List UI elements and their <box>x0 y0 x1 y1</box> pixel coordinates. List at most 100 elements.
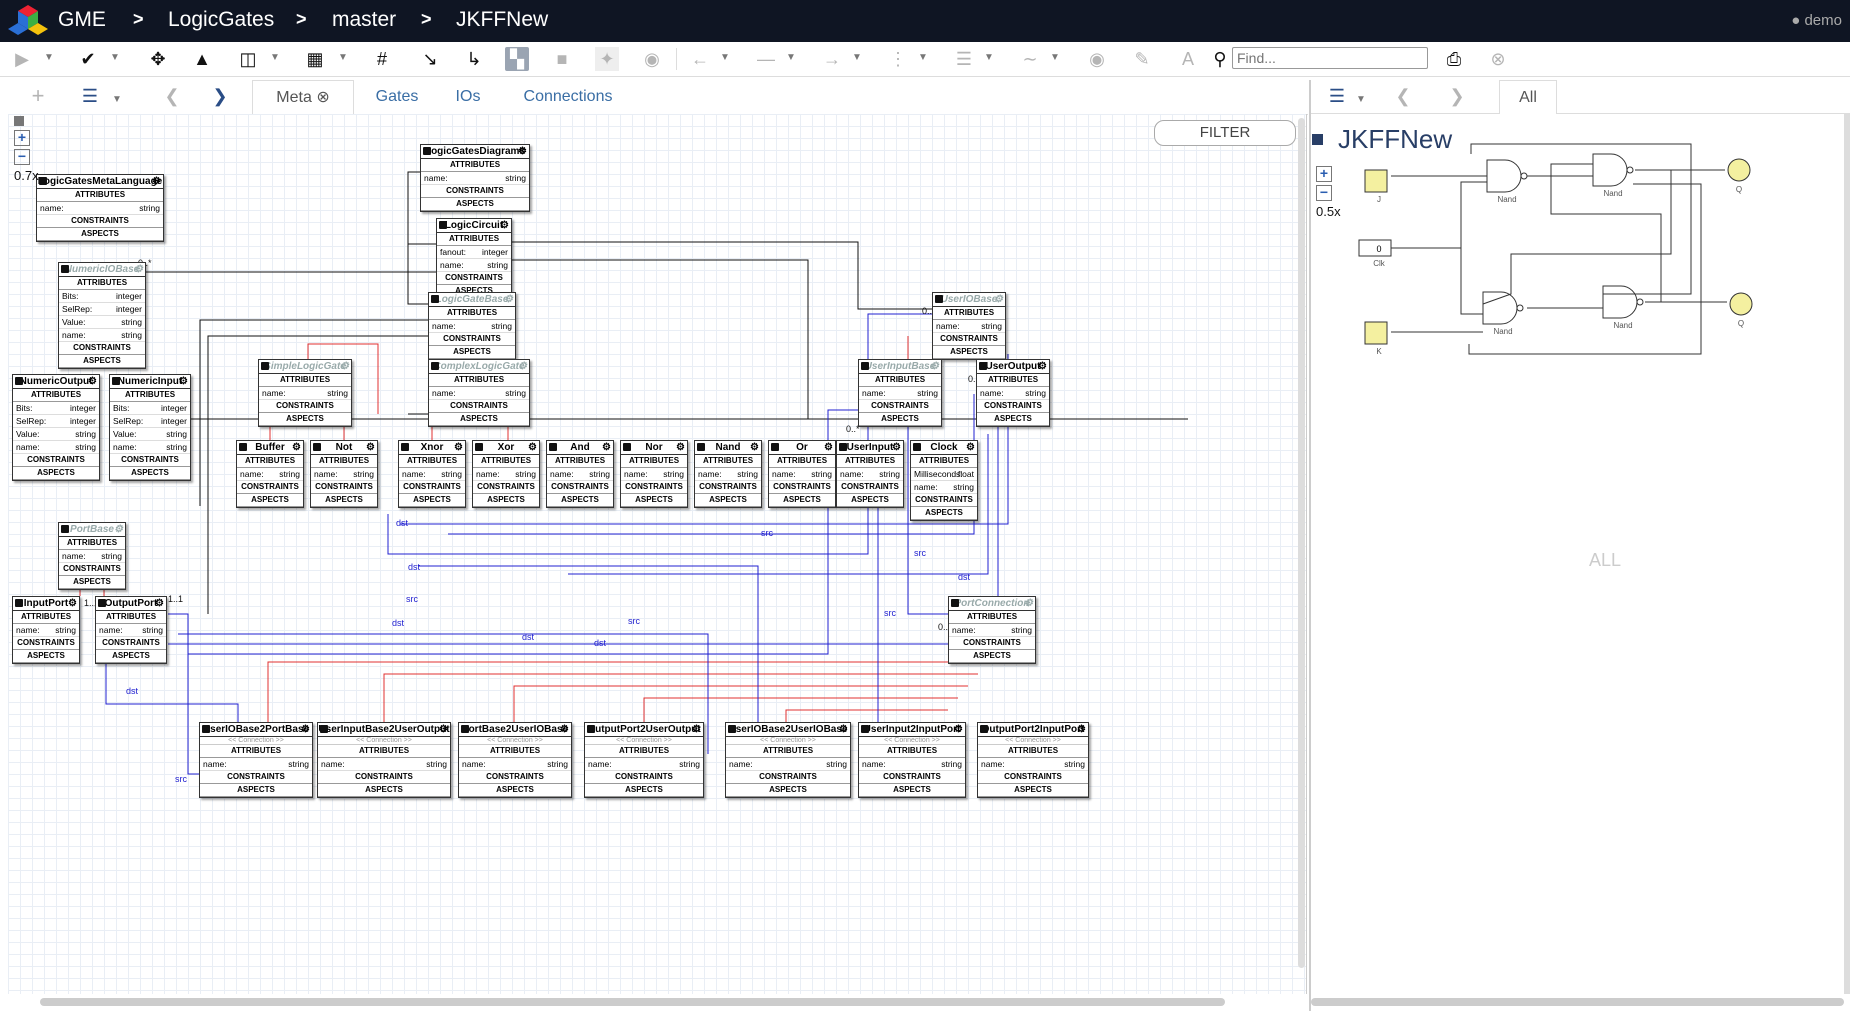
sliders-icon[interactable]: ⋮ <box>889 49 907 69</box>
gear-icon[interactable]: ⚙ <box>1038 361 1047 372</box>
gear-icon[interactable]: ⚙ <box>152 176 161 187</box>
print-icon[interactable]: ⎙ <box>1446 49 1462 69</box>
gear-icon[interactable]: ⚙ <box>454 442 463 453</box>
gear-icon[interactable]: ⚙ <box>1024 598 1033 609</box>
attribute-row[interactable]: SelRep:integer <box>13 415 99 428</box>
meta-node[interactable]: UserInput2InputPort⚙<< Connection >>ATTR… <box>858 722 966 798</box>
hash-icon[interactable]: # <box>376 49 387 69</box>
gear-icon[interactable]: ⚙ <box>366 442 375 453</box>
scrollbar-horizontal[interactable] <box>40 998 1225 1006</box>
meta-node[interactable]: UserInputBase2UserOutput⚙<< Connection >… <box>317 722 451 798</box>
attribute-row[interactable]: name:string <box>429 387 529 400</box>
gear-icon[interactable]: ⚙ <box>292 442 301 453</box>
attribute-row[interactable]: name:string <box>933 320 1005 333</box>
gear-icon[interactable]: ⚙ <box>1077 724 1086 735</box>
tab-ios[interactable]: IOs <box>455 88 481 105</box>
attribute-row[interactable]: name:string <box>59 329 145 342</box>
attribute-row[interactable]: name:string <box>726 758 850 771</box>
gear-icon[interactable]: ⚙ <box>750 442 759 453</box>
meta-node[interactable]: UserIOBase2PortBase⚙<< Connection >>ATTR… <box>199 722 313 798</box>
attribute-row[interactable]: SelRep:integer <box>59 303 145 316</box>
attribute-row[interactable]: name:string <box>96 624 166 637</box>
gear-icon[interactable]: ⚙ <box>528 442 537 453</box>
play-icon[interactable]: ▶ <box>15 49 29 69</box>
drop-icon[interactable]: ◉ <box>1089 49 1105 69</box>
list-icon[interactable]: ☰ <box>1328 86 1346 106</box>
attribute-row[interactable]: name:string <box>459 758 571 771</box>
chevron-down-icon[interactable]: ▼ <box>918 52 928 63</box>
gear-icon[interactable]: ⚙ <box>439 724 448 735</box>
chevron-down-icon[interactable]: ▼ <box>44 52 54 63</box>
gear-icon[interactable]: ⚙ <box>134 264 143 275</box>
clear-icon[interactable]: ⊗ <box>1490 49 1506 69</box>
attribute-row[interactable]: name:string <box>13 441 99 454</box>
font-icon[interactable]: A <box>1181 49 1194 69</box>
user-menu[interactable]: ● demo <box>1791 12 1842 29</box>
attribute-row[interactable]: name:string <box>977 387 1049 400</box>
breadcrumb-model[interactable]: JKFFNew <box>456 8 549 31</box>
zoom-out-button[interactable]: − <box>14 149 30 165</box>
forward-icon[interactable]: ❯ <box>212 86 228 106</box>
lock-icon[interactable] <box>1312 134 1323 145</box>
gear-icon[interactable]: ⚙ <box>839 724 848 735</box>
attribute-row[interactable]: name:string <box>429 320 515 333</box>
attribute-row[interactable]: name:string <box>978 758 1088 771</box>
attribute-row[interactable]: name:string <box>59 550 125 563</box>
meta-canvas[interactable]: 0..*0..*0..*0..*0..*0..*1..11..1dstdstds… <box>8 114 1307 994</box>
gear-icon[interactable]: ⚙ <box>966 442 975 453</box>
meta-icon[interactable]: ▚ <box>505 47 529 71</box>
chevron-down-icon[interactable]: ▼ <box>270 52 280 63</box>
scrollbar-vertical[interactable] <box>1298 118 1305 968</box>
gear-icon[interactable]: ⚙ <box>602 442 611 453</box>
attribute-row[interactable]: name:string <box>837 468 903 481</box>
chevron-down-icon[interactable]: ▼ <box>984 52 994 63</box>
attribute-row[interactable]: SelRep:integer <box>110 415 190 428</box>
attribute-row[interactable]: Bits:integer <box>110 402 190 415</box>
gear-icon[interactable]: ⚙ <box>500 220 509 231</box>
attribute-row[interactable]: name:string <box>200 758 312 771</box>
minus-icon[interactable]: — <box>757 49 775 69</box>
add-icon[interactable]: + <box>31 83 45 108</box>
gear-icon[interactable]: ⚙ <box>930 361 939 372</box>
gear-icon[interactable]: ⚙ <box>504 294 513 305</box>
gear-icon[interactable]: ⚙ <box>340 361 349 372</box>
curve-icon[interactable]: ∼ <box>1022 49 1038 69</box>
chevron-down-icon[interactable]: ▼ <box>112 94 122 105</box>
gear-icon[interactable]: ⚙ <box>892 442 901 453</box>
gear-icon[interactable]: ⚙ <box>301 724 310 735</box>
attribute-row[interactable]: name:string <box>911 481 977 494</box>
attribute-row[interactable]: name:string <box>110 441 190 454</box>
attribute-row[interactable]: Value:string <box>13 428 99 441</box>
tab-gates[interactable]: Gates <box>375 88 419 105</box>
meta-node[interactable]: OutputPort2UserOutput⚙<< Connection >>AT… <box>584 722 704 798</box>
lines-icon[interactable]: ☰ <box>955 49 973 69</box>
attribute-row[interactable]: name:string <box>949 624 1035 637</box>
attribute-row[interactable]: name:string <box>37 202 163 215</box>
connector-icon[interactable]: ↳ <box>466 49 482 69</box>
back-icon[interactable]: ❮ <box>164 86 180 106</box>
gear-icon[interactable]: ⚙ <box>88 376 97 387</box>
attribute-row[interactable]: name:string <box>695 468 761 481</box>
app-name[interactable]: GME <box>58 8 106 31</box>
lock-icon[interactable]: ■ <box>556 49 568 69</box>
attribute-row[interactable]: name:string <box>437 259 511 272</box>
eye-icon[interactable]: ◉ <box>644 49 660 69</box>
meta-node[interactable]: PortBase2UserIOBase⚙<< Connection >>ATTR… <box>458 722 572 798</box>
tab-all[interactable]: All <box>1499 80 1557 115</box>
gear-icon[interactable]: ⚙ <box>994 294 1003 305</box>
chevron-down-icon[interactable]: ▼ <box>1356 94 1366 105</box>
attribute-row[interactable]: name:string <box>859 758 965 771</box>
